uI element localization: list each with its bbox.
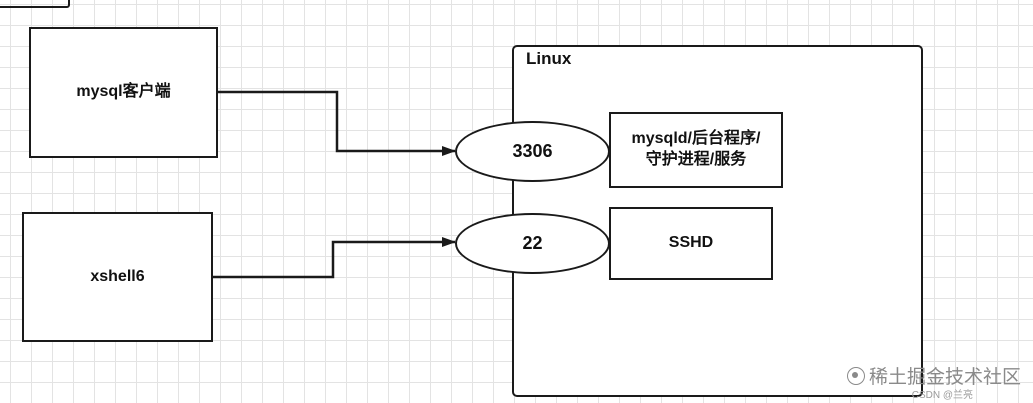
port-22-label: 22 (522, 233, 543, 253)
watermark-text: 稀土掘金技术社区 (868, 367, 1021, 388)
mysqld-service-line1: mysqld/后台程序/ (631, 130, 761, 148)
mysqld-service-box: mysqld/后台程序/ 守护进程/服务 (609, 112, 783, 188)
sshd-service-box: SSHD (609, 207, 773, 280)
watermark-subtext: CSDN @兰亮 (911, 390, 973, 401)
port-3306-label: 3306 (512, 141, 553, 161)
connector-xshell-to-22 (212, 237, 456, 279)
port-3306-ellipse: 3306 (455, 121, 610, 182)
mysql-client-box: mysql客户端 (29, 27, 218, 158)
offscreen-shape (0, 0, 70, 8)
mysql-client-label: mysql客户端 (76, 83, 171, 101)
watermark: 稀土掘金技术社区 (846, 362, 1021, 389)
connector-mysql-to-3306 (218, 90, 456, 156)
port-22-ellipse: 22 (455, 213, 610, 274)
mysqld-service-line2: 守护进程/服务 (645, 151, 747, 168)
linux-server-label: Linux (526, 49, 572, 68)
sshd-service-label: SSHD (668, 234, 714, 252)
xshell-client-box: xshell6 (22, 212, 213, 342)
watermark-logo-icon (846, 366, 865, 385)
xshell-client-label: xshell6 (90, 267, 145, 285)
